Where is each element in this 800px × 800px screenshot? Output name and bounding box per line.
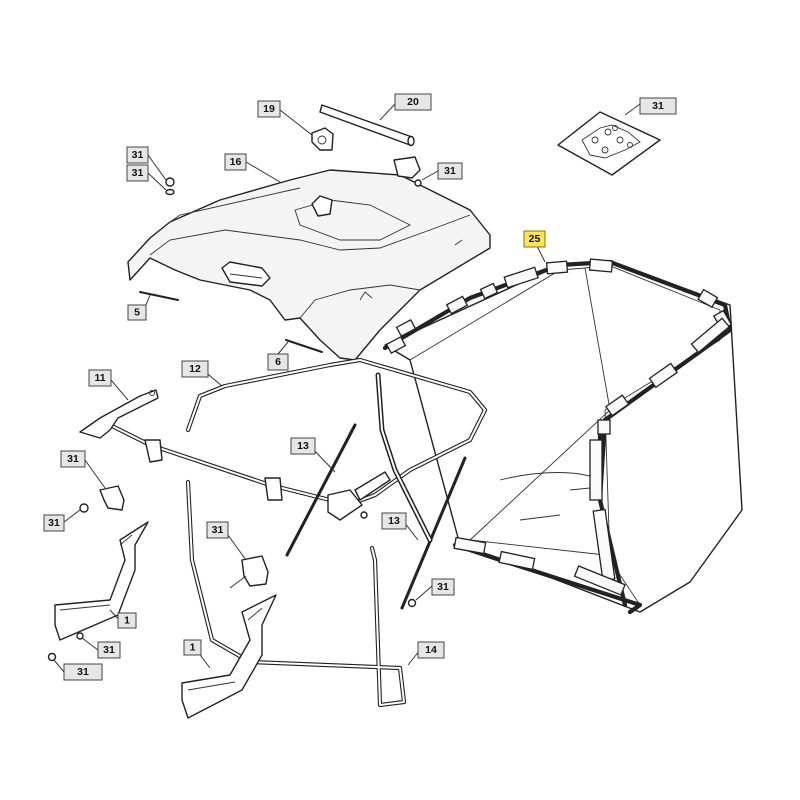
callout-11: 11: [88, 369, 112, 387]
hinge-bracket-left: [54, 521, 149, 641]
callout-14: 14: [417, 641, 445, 659]
callout-31-bracket-mid: 31: [206, 521, 229, 539]
callout-12: 12: [181, 360, 209, 378]
rim-sleeve: [385, 335, 407, 355]
svg-text:31: 31: [48, 517, 60, 529]
rod-part-20: [319, 104, 413, 146]
bracket-left: [99, 485, 125, 511]
callout-6: 6: [267, 353, 289, 371]
hardware-kit-bag: [557, 111, 661, 176]
rim-sleeve: [503, 266, 539, 289]
svg-text:5: 5: [134, 307, 140, 319]
rim-sleeve: [395, 318, 417, 338]
callout-5: 5: [127, 304, 147, 321]
svg-text:31: 31: [77, 666, 89, 678]
svg-text:31: 31: [652, 100, 664, 112]
callout-31-kit: 31: [639, 97, 677, 115]
rim-sleeve: [648, 362, 678, 389]
callout-31-screw-left: 31: [97, 641, 121, 659]
callout-31-bracket-left: 31: [60, 450, 86, 468]
rim-sleeve: [588, 258, 614, 273]
rim-sleeve: [445, 295, 469, 315]
svg-text:6: 6: [275, 356, 281, 368]
svg-text:13: 13: [297, 440, 309, 452]
cover-handle: [221, 261, 271, 287]
lever-part-11: [79, 389, 159, 439]
svg-text:11: 11: [94, 372, 105, 384]
svg-text:31: 31: [212, 524, 224, 536]
callout-31-bolt-mid: 31: [431, 578, 455, 596]
rim-sleeve: [453, 536, 487, 555]
frame-rods: [107, 357, 488, 708]
rim-sleeve: [690, 317, 731, 354]
callout-1-bottom: 1: [183, 639, 202, 656]
svg-text:31: 31: [444, 165, 456, 177]
svg-text:1: 1: [190, 642, 196, 654]
callout-13-upper: 13: [290, 437, 316, 455]
svg-text:20: 20: [407, 96, 419, 108]
hinge-bracket-bottom: [181, 594, 277, 719]
rim-sleeve: [589, 439, 603, 501]
svg-text:1: 1: [124, 615, 130, 627]
svg-text:31: 31: [103, 644, 115, 656]
bracket-mid: [241, 555, 269, 587]
callout-31-bolt-left: 31: [43, 514, 65, 532]
bag-cover: [127, 169, 491, 361]
svg-text:13: 13: [388, 515, 400, 527]
rim-sleeve: [697, 288, 719, 309]
svg-text:19: 19: [263, 103, 275, 115]
svg-text:31: 31: [67, 453, 79, 465]
cap-part: [393, 156, 421, 179]
rim-sleeve: [573, 565, 626, 596]
clip-part-19: [311, 127, 334, 151]
callout-31-top-a: 31: [126, 146, 149, 164]
callout-1-left: 1: [117, 612, 137, 629]
svg-text:31: 31: [132, 167, 144, 179]
callout-13-lower: 13: [381, 512, 407, 530]
svg-text:25: 25: [529, 233, 541, 245]
callout-31-cover: 31: [437, 162, 463, 180]
svg-text:12: 12: [189, 363, 201, 375]
svg-text:16: 16: [230, 156, 242, 168]
callout-25: 25: [523, 230, 546, 248]
rim-sleeve: [479, 282, 499, 300]
callout-19: 19: [257, 100, 281, 118]
svg-text:31: 31: [437, 581, 449, 593]
callout-20: 20: [394, 93, 432, 111]
rim-sleeve: [597, 419, 611, 435]
callout-31-top-b: 31: [126, 164, 149, 182]
rim-sleeve: [605, 394, 630, 417]
callout-31-nut-left: 31: [63, 663, 103, 681]
rim-sleeve: [545, 260, 569, 275]
grass-bag: [382, 258, 743, 615]
callout-16: 16: [224, 153, 247, 171]
svg-text:31: 31: [132, 149, 144, 161]
rim-sleeve: [498, 550, 536, 571]
svg-text:14: 14: [425, 644, 437, 656]
